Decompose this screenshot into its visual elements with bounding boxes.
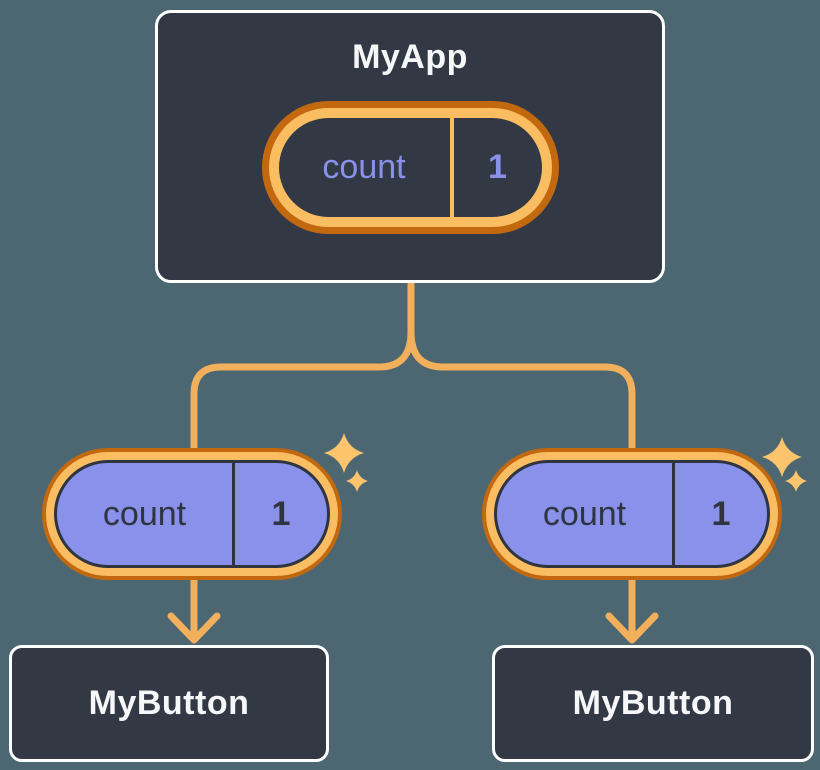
state-pill: count 1 bbox=[261, 100, 559, 234]
sparkle-icon bbox=[324, 433, 364, 473]
component-box-myapp: MyApp count 1 bbox=[155, 10, 665, 283]
component-box-mybutton: MyButton bbox=[9, 645, 329, 762]
component-title: MyButton bbox=[88, 684, 250, 722]
arrow-down-icon bbox=[167, 612, 221, 644]
component-title: MyApp bbox=[352, 38, 468, 76]
prop-pill-value: 1 bbox=[672, 463, 767, 565]
sparkle-icon bbox=[762, 437, 802, 477]
prop-pill-body: count 1 bbox=[54, 460, 330, 568]
state-pill-label: count bbox=[322, 147, 406, 186]
prop-pill-value: 1 bbox=[232, 463, 327, 565]
sparkle-icon bbox=[785, 470, 807, 492]
state-pill-body: count 1 bbox=[278, 117, 542, 217]
prop-pill: count 1 bbox=[42, 448, 342, 580]
prop-pill-label: count bbox=[102, 494, 187, 533]
arrow-down-icon bbox=[605, 612, 659, 644]
component-box-mybutton: MyButton bbox=[492, 645, 814, 762]
connector-branch-left bbox=[190, 328, 415, 641]
sparkle-icon bbox=[346, 470, 368, 492]
prop-pill-body: count 1 bbox=[494, 460, 770, 568]
connector-branch-right bbox=[407, 328, 636, 641]
prop-pill: count 1 bbox=[482, 448, 782, 580]
state-pill-ring: count 1 bbox=[268, 107, 552, 227]
prop-pill-ring: count 1 bbox=[486, 452, 778, 576]
state-pill-value: 1 bbox=[449, 117, 542, 217]
component-title: MyButton bbox=[572, 684, 734, 722]
prop-pill-label: count bbox=[542, 494, 627, 533]
prop-pill-ring: count 1 bbox=[46, 452, 338, 576]
